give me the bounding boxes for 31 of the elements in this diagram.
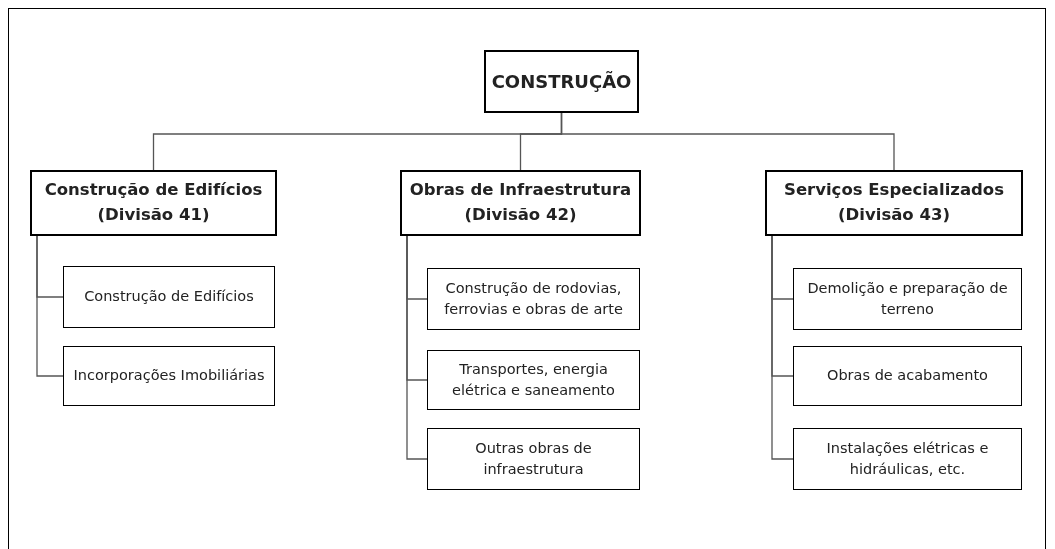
box-label: CONSTRUÇÃO (491, 71, 632, 92)
box-label: Construção de rodovias, ferrovias e obras de arte (443, 279, 624, 319)
category-box (63, 346, 275, 406)
category-box (427, 350, 640, 410)
box-label: Demolição e preparação de terreno (806, 279, 1009, 319)
root-box (484, 50, 639, 113)
box-label: (Divisão 42) (464, 204, 577, 226)
connector-line (36, 235, 64, 377)
category-box (793, 268, 1022, 330)
category-box (427, 428, 640, 490)
box-label: (Divisão 41) (97, 204, 210, 226)
box-label: Outras obras de infraestrutura (474, 439, 593, 479)
division-box (400, 170, 641, 236)
box-label: Obras de acabamento (827, 366, 988, 386)
division-box (765, 170, 1023, 236)
connector-line (560, 112, 895, 171)
box-label: (Divisão 43) (838, 204, 950, 226)
box-label: Transportes, energia elétrica e saneamento (451, 360, 616, 400)
connector-line (771, 235, 794, 460)
box-label: Obras de Infraestrutura (409, 179, 632, 202)
box-label: Instalações elétricas e hidráulicas, etc. (825, 439, 990, 479)
box-label: Construção de Edifícios (44, 179, 263, 202)
division-box (30, 170, 277, 236)
category-box (793, 428, 1022, 490)
category-box (427, 268, 640, 330)
box-label: Serviços Especializados (784, 179, 1004, 202)
category-box (63, 266, 275, 328)
connector-line (406, 235, 428, 460)
category-box (793, 346, 1022, 406)
box-label: Construção de Edifícios (84, 287, 254, 307)
box-label: Incorporações Imobiliárias (73, 366, 265, 386)
